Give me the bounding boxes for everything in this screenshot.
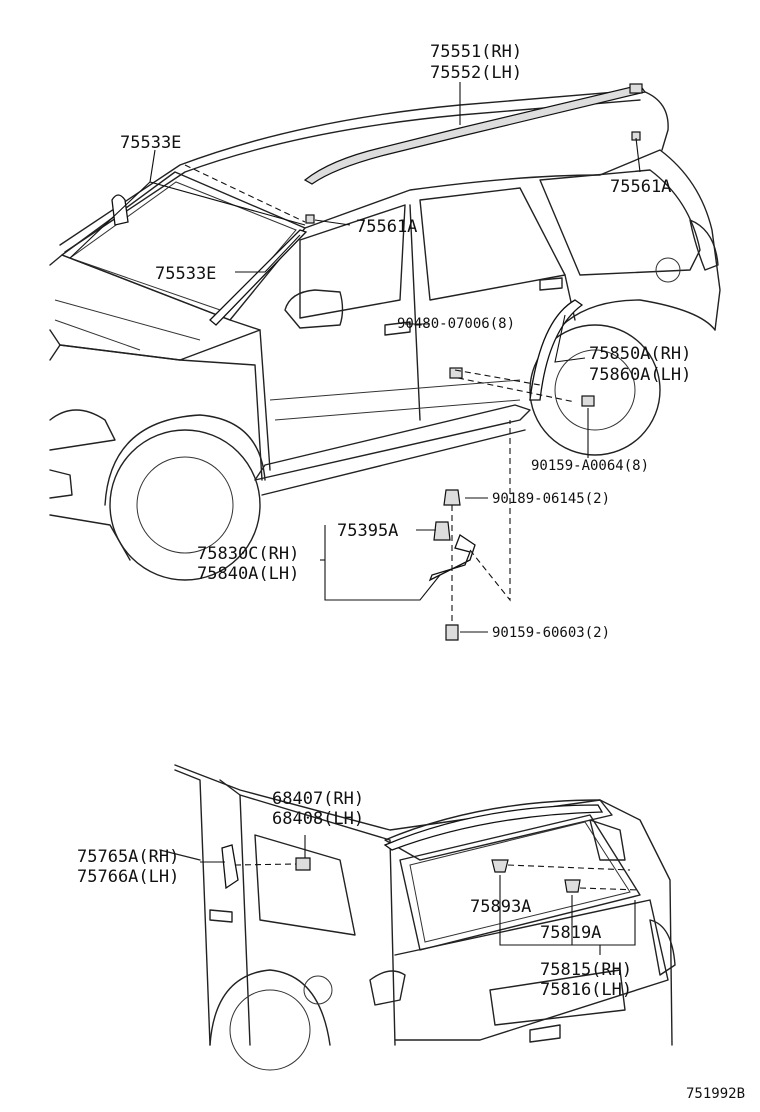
roof-rail-part: [303, 84, 647, 185]
screw-90159-a0064: [581, 395, 595, 407]
nut-90189: [443, 489, 461, 506]
leader-lines-lower: [200, 835, 641, 955]
label-75815: 75815(RH): [540, 960, 632, 980]
clip-90480: [449, 367, 463, 379]
label-90159-a0064: 90159-A0064(8): [531, 458, 649, 474]
label-75533e-top: 75533E: [120, 133, 181, 153]
bolt-90159-60603: [445, 624, 459, 641]
clip-75395a: [433, 521, 451, 541]
rail-end-cap-part: [629, 83, 643, 94]
vehicle-lower-illustration: [159, 764, 676, 1071]
label-75552: 75552(LH): [430, 63, 522, 83]
label-90159-60603: 90159-60603(2): [492, 625, 610, 641]
clip-68407: [295, 857, 311, 871]
clip-75819a: [564, 879, 581, 893]
label-90189: 90189-06145(2): [492, 491, 610, 507]
clip-75893a: [491, 859, 509, 873]
label-75551: 75551(RH): [430, 42, 522, 62]
label-75819a: 75819A: [540, 923, 601, 943]
figure-code: 751992B: [686, 1086, 745, 1102]
label-75816: 75816(LH): [540, 980, 632, 1000]
spoiler-part: [383, 804, 604, 851]
label-75830c: 75830C(RH): [197, 544, 299, 564]
label-75561a-rear: 75561A: [610, 177, 671, 197]
label-68407: 68407(RH): [272, 789, 364, 809]
label-90480: 90480-07006(8): [397, 316, 515, 332]
rear-pillar-garnish-part: [221, 844, 239, 890]
leader-lines-upper: [149, 82, 641, 633]
step-bracket-part: [428, 534, 476, 582]
label-75561a-mid: 75561A: [356, 217, 417, 237]
label-75840a: 75840A(LH): [197, 564, 299, 584]
label-75765a: 75765A(RH): [77, 847, 179, 867]
fender-flare-part: [529, 299, 584, 401]
label-68408: 68408(LH): [272, 809, 364, 829]
label-75533e-mid: 75533E: [155, 264, 216, 284]
label-75766a: 75766A(LH): [77, 867, 179, 887]
label-75893a: 75893A: [470, 897, 531, 917]
label-75860a: 75860A(LH): [589, 365, 691, 385]
clip-75561a-front: [305, 214, 315, 224]
label-75850a: 75850A(RH): [589, 344, 691, 364]
vehicle-upper-illustration: [49, 89, 721, 581]
label-75395a: 75395A: [337, 521, 398, 541]
part-labels: 75551(RH) 75552(LH) 75533E 75561A 75561A…: [77, 42, 745, 1102]
